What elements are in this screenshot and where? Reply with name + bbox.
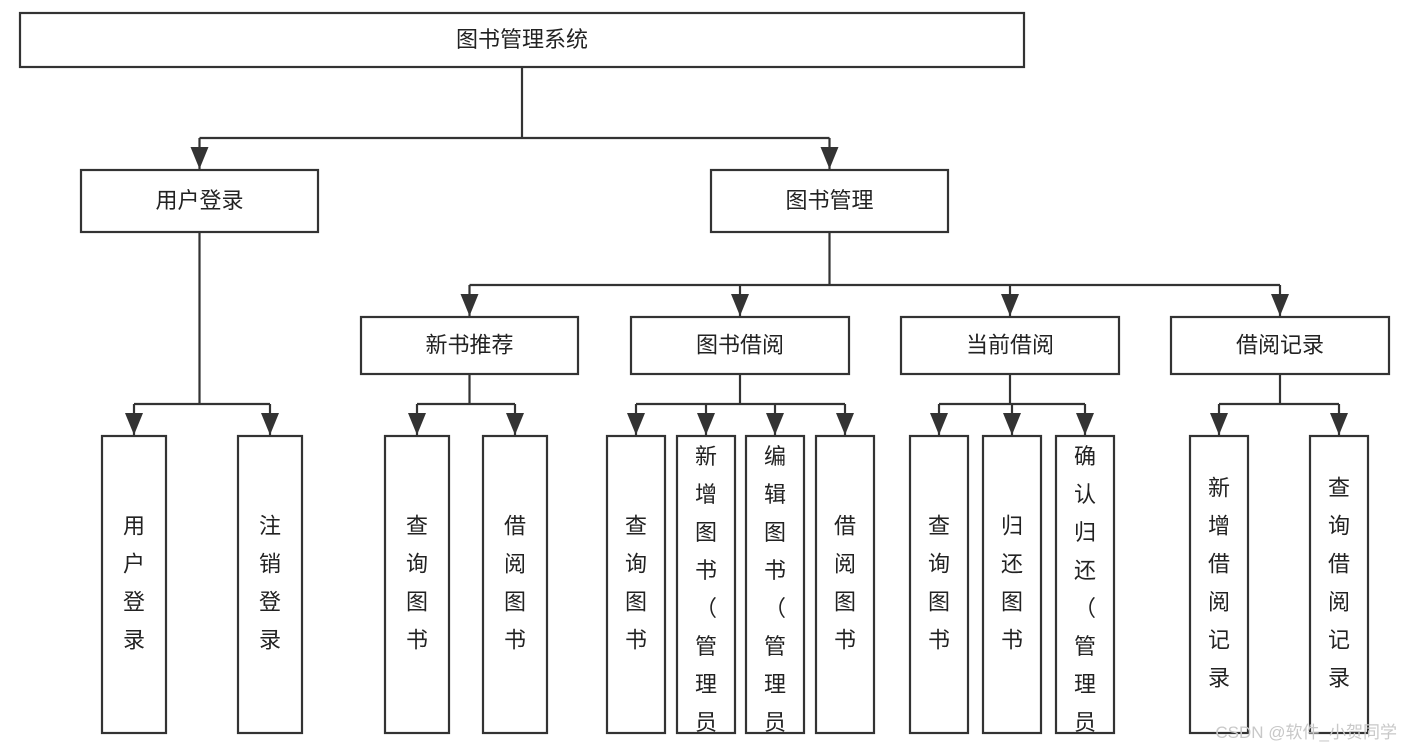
node-leaf-return-book[interactable]: 归还图书: [981, 434, 1043, 735]
node-label-new-book-recommend: 新书推荐: [425, 332, 513, 357]
arrow-head-icon: [820, 147, 839, 169]
arrow-head-icon: [1330, 413, 1348, 435]
node-label-leaf-query-book-current: 查询图书: [928, 513, 950, 652]
arrow-head-icon: [697, 413, 715, 435]
arrow-head-icon: [506, 413, 524, 435]
node-box-leaf-query-book-current: [908, 434, 970, 735]
node-book-borrow[interactable]: 图书借阅: [629, 315, 851, 376]
node-label-leaf-edit-book-admin: 编辑图书（管理员）: [764, 444, 786, 747]
node-label-leaf-borrow-book: 借阅图书: [834, 513, 856, 652]
node-leaf-user-login[interactable]: 用户登录: [100, 434, 168, 735]
node-box-leaf-confirm-return-admin: [1054, 434, 1116, 735]
connector-group-book-management: [460, 232, 1289, 316]
connector-group-current-borrow: [930, 374, 1094, 435]
node-current-borrow[interactable]: 当前借阅: [899, 315, 1121, 376]
node-label-book-management: 图书管理: [785, 188, 873, 213]
node-leaf-query-borrow-record[interactable]: 查询借阅记录: [1308, 434, 1370, 735]
connector-group-borrow-record: [1210, 374, 1348, 435]
node-box-leaf-edit-book-admin: [744, 434, 806, 735]
node-leaf-query-book-new[interactable]: 查询图书: [383, 434, 451, 735]
arrow-head-icon: [766, 413, 784, 435]
node-box-leaf-query-borrow-record: [1308, 434, 1370, 735]
node-label-leaf-return-book: 归还图书: [1001, 513, 1023, 652]
connector-group-book-borrow: [627, 374, 854, 435]
node-borrow-record[interactable]: 借阅记录: [1169, 315, 1391, 376]
node-label-leaf-query-borrow-record: 查询借阅记录: [1328, 475, 1350, 690]
arrow-head-icon: [460, 294, 479, 316]
node-layer: 图书管理系统用户登录图书管理新书推荐图书借阅当前借阅借阅记录用户登录注销登录查询…: [18, 11, 1391, 747]
node-label-leaf-query-book-borrow: 查询图书: [625, 513, 647, 652]
connector-group-new-book-recommend: [408, 374, 524, 435]
node-label-borrow-record: 借阅记录: [1236, 332, 1324, 357]
node-box-leaf-borrow-book: [814, 434, 876, 735]
node-label-leaf-confirm-return-admin: 确认归还（管理员）: [1074, 444, 1096, 747]
arrow-head-icon: [1076, 413, 1094, 435]
node-box-book-management: [709, 168, 950, 234]
node-leaf-add-borrow-record[interactable]: 新增借阅记录: [1188, 434, 1250, 735]
arrow-head-icon: [1001, 294, 1019, 316]
node-box-leaf-logout: [236, 434, 304, 735]
node-box-leaf-query-book-new: [383, 434, 451, 735]
node-label-leaf-add-book-admin: 新增图书（管理员）: [695, 444, 717, 747]
arrow-head-icon: [1210, 413, 1228, 435]
connector-group-user-login: [125, 232, 279, 435]
arrow-head-icon: [408, 413, 426, 435]
connector-layer: [125, 67, 1348, 435]
node-label-user-login: 用户登录: [155, 188, 243, 213]
node-leaf-confirm-return-admin[interactable]: 确认归还（管理员）: [1054, 434, 1116, 747]
node-box-leaf-query-book-borrow: [605, 434, 667, 735]
node-label-leaf-query-book-new: 查询图书: [406, 513, 428, 652]
node-box-new-book-recommend: [359, 315, 580, 376]
node-new-book-recommend[interactable]: 新书推荐: [359, 315, 580, 376]
arrow-head-icon: [836, 413, 854, 435]
arrow-head-icon: [1271, 294, 1289, 316]
node-user-login[interactable]: 用户登录: [79, 168, 320, 234]
node-box-leaf-add-book-admin: [675, 434, 737, 735]
arrow-head-icon: [731, 294, 749, 316]
arrow-head-icon: [1003, 413, 1021, 435]
node-leaf-edit-book-admin[interactable]: 编辑图书（管理员）: [744, 434, 806, 747]
node-box-current-borrow: [899, 315, 1121, 376]
node-box-user-login: [79, 168, 320, 234]
node-label-leaf-user-login: 用户登录: [123, 513, 145, 652]
node-label-book-borrow: 图书借阅: [696, 332, 784, 357]
node-box-leaf-add-borrow-record: [1188, 434, 1250, 735]
node-box-borrow-record: [1169, 315, 1391, 376]
arrow-head-icon: [261, 413, 279, 435]
node-book-management[interactable]: 图书管理: [709, 168, 950, 234]
node-leaf-logout[interactable]: 注销登录: [236, 434, 304, 735]
connector-group-root: [190, 67, 839, 169]
node-leaf-borrow-book-new[interactable]: 借阅图书: [481, 434, 549, 735]
node-box-leaf-user-login: [100, 434, 168, 735]
node-label-leaf-borrow-book-new: 借阅图书: [504, 513, 526, 652]
arrow-head-icon: [930, 413, 948, 435]
node-label-root: 图书管理系统: [456, 27, 588, 52]
node-leaf-query-book-current[interactable]: 查询图书: [908, 434, 970, 735]
node-box-leaf-borrow-book-new: [481, 434, 549, 735]
node-leaf-add-book-admin[interactable]: 新增图书（管理员）: [675, 434, 737, 747]
arrow-head-icon: [125, 413, 143, 435]
node-leaf-query-book-borrow[interactable]: 查询图书: [605, 434, 667, 735]
node-box-root: [18, 11, 1026, 69]
node-leaf-borrow-book[interactable]: 借阅图书: [814, 434, 876, 735]
node-label-leaf-add-borrow-record: 新增借阅记录: [1208, 475, 1230, 690]
node-box-book-borrow: [629, 315, 851, 376]
node-label-current-borrow: 当前借阅: [966, 332, 1054, 357]
arrow-head-icon: [627, 413, 645, 435]
node-label-leaf-logout: 注销登录: [259, 513, 281, 652]
node-box-leaf-return-book: [981, 434, 1043, 735]
node-root[interactable]: 图书管理系统: [18, 11, 1026, 69]
arrow-head-icon: [190, 147, 209, 169]
